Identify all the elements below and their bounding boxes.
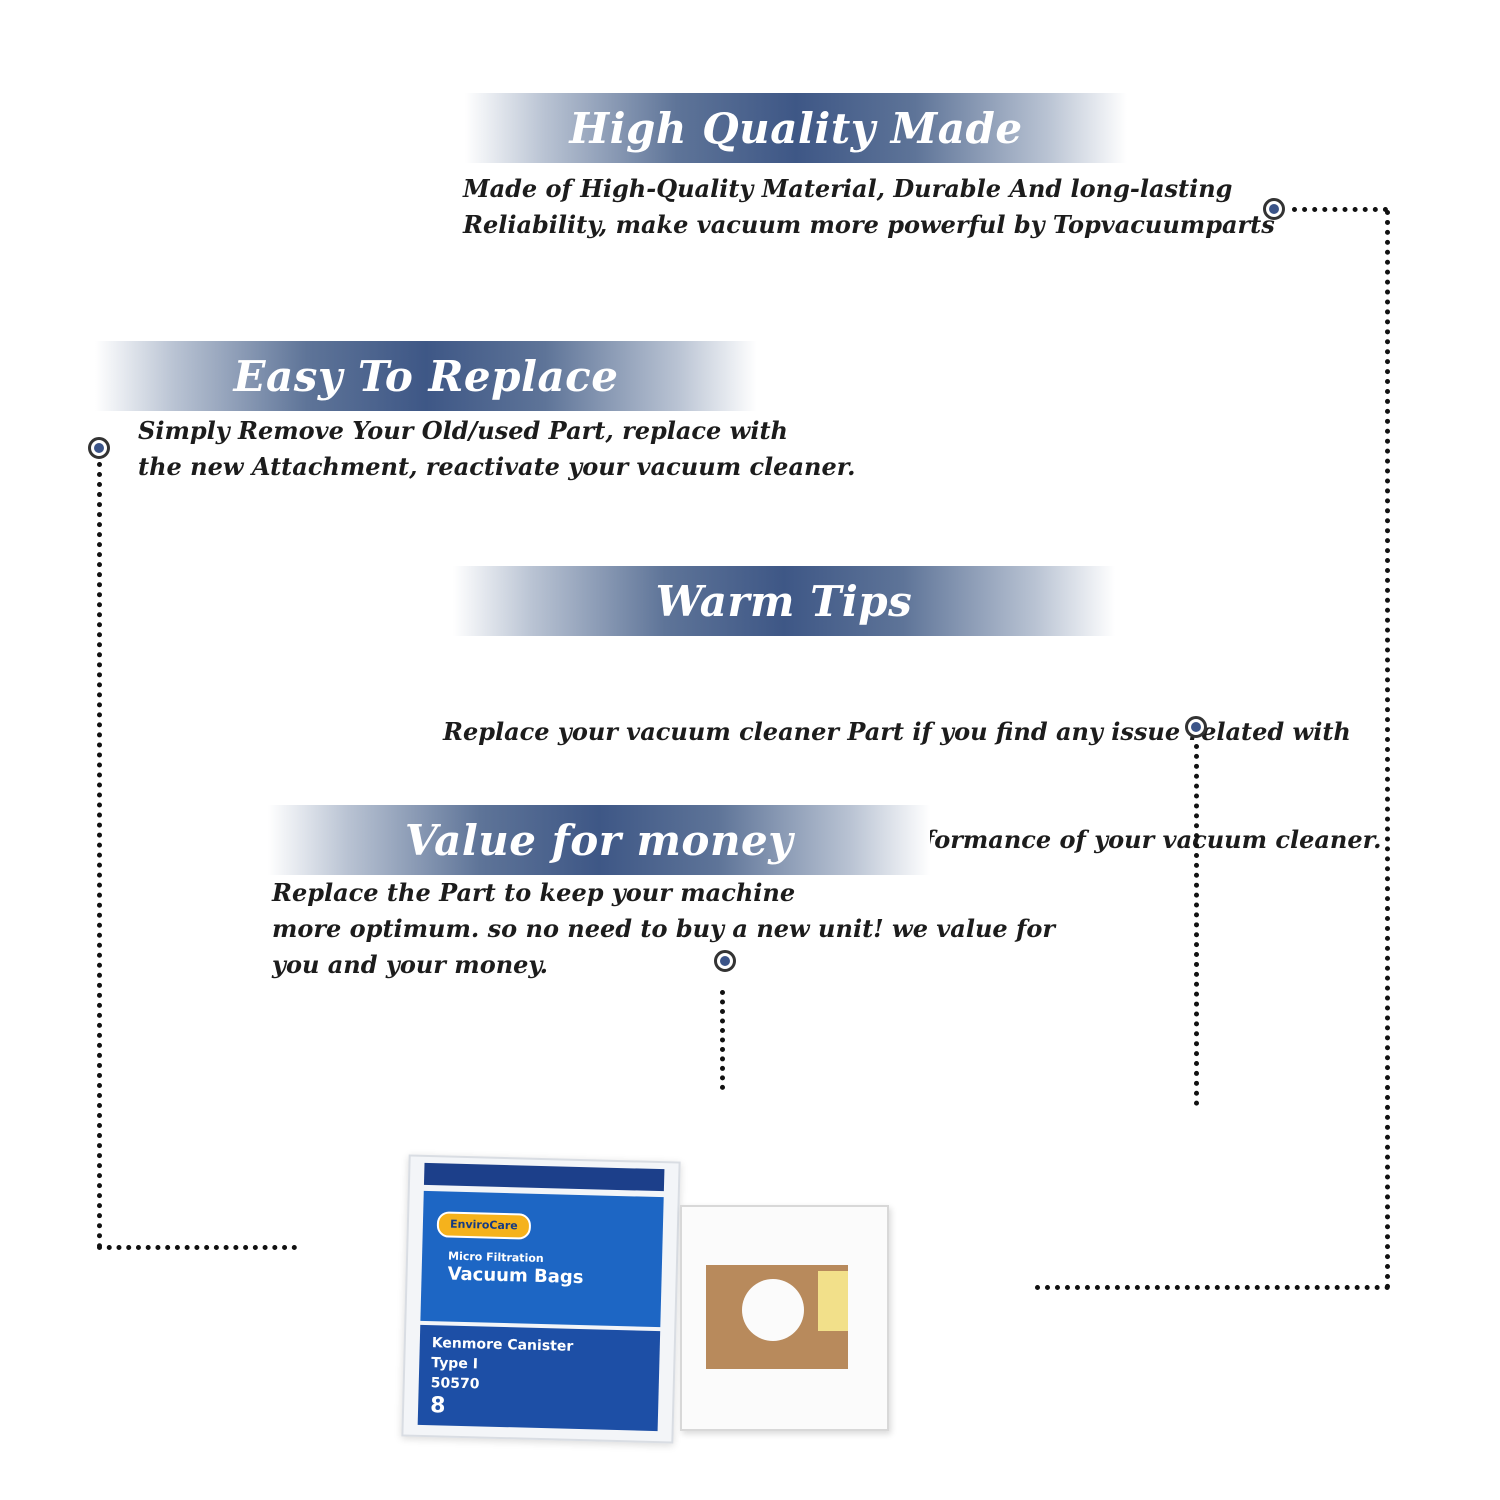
desc-high-quality: Made of High-Quality Material, Durable A… xyxy=(463,174,1275,239)
dotted-connector xyxy=(1292,207,1388,212)
banner-value-money: Value for money xyxy=(268,805,930,875)
bullet-icon xyxy=(714,950,736,972)
heading-value-money: Value for money xyxy=(404,815,794,865)
package-number: 50570 xyxy=(430,1375,480,1393)
desc-value-money: Replace the Part to keep your machine mo… xyxy=(272,878,1055,979)
package-type: Type I xyxy=(431,1355,479,1373)
vacuum-bag-image xyxy=(680,1205,889,1431)
dotted-connector xyxy=(1035,1285,1390,1290)
banner-warm-tips: Warm Tips xyxy=(453,566,1115,636)
dotted-connector xyxy=(97,462,102,1249)
package-count: 8 xyxy=(429,1393,446,1419)
banner-high-quality: High Quality Made xyxy=(465,93,1127,163)
dotted-connector xyxy=(1194,744,1199,1106)
bullet-icon xyxy=(1263,198,1285,220)
package-model: Kenmore Canister xyxy=(431,1335,574,1355)
bullet-icon xyxy=(88,437,110,459)
heading-easy-replace: Easy To Replace xyxy=(233,351,619,401)
dotted-connector xyxy=(720,990,725,1090)
package-subtitle: Micro Filtration xyxy=(447,1249,544,1266)
desc-easy-replace: Simply Remove Your Old/used Part, replac… xyxy=(138,416,856,481)
bullet-icon xyxy=(1185,716,1207,738)
dotted-connector xyxy=(97,1245,297,1250)
heading-warm-tips: Warm Tips xyxy=(655,576,913,626)
heading-high-quality: High Quality Made xyxy=(569,103,1023,153)
banner-easy-replace: Easy To Replace xyxy=(95,341,757,411)
bag-collar xyxy=(706,1265,848,1369)
dotted-connector xyxy=(1385,210,1390,1290)
vacuum-bag-package-image: EnviroCare Micro Filtration Vacuum Bags … xyxy=(401,1154,681,1444)
package-name: Vacuum Bags xyxy=(447,1263,584,1289)
brand-logo: EnviroCare xyxy=(436,1211,532,1240)
